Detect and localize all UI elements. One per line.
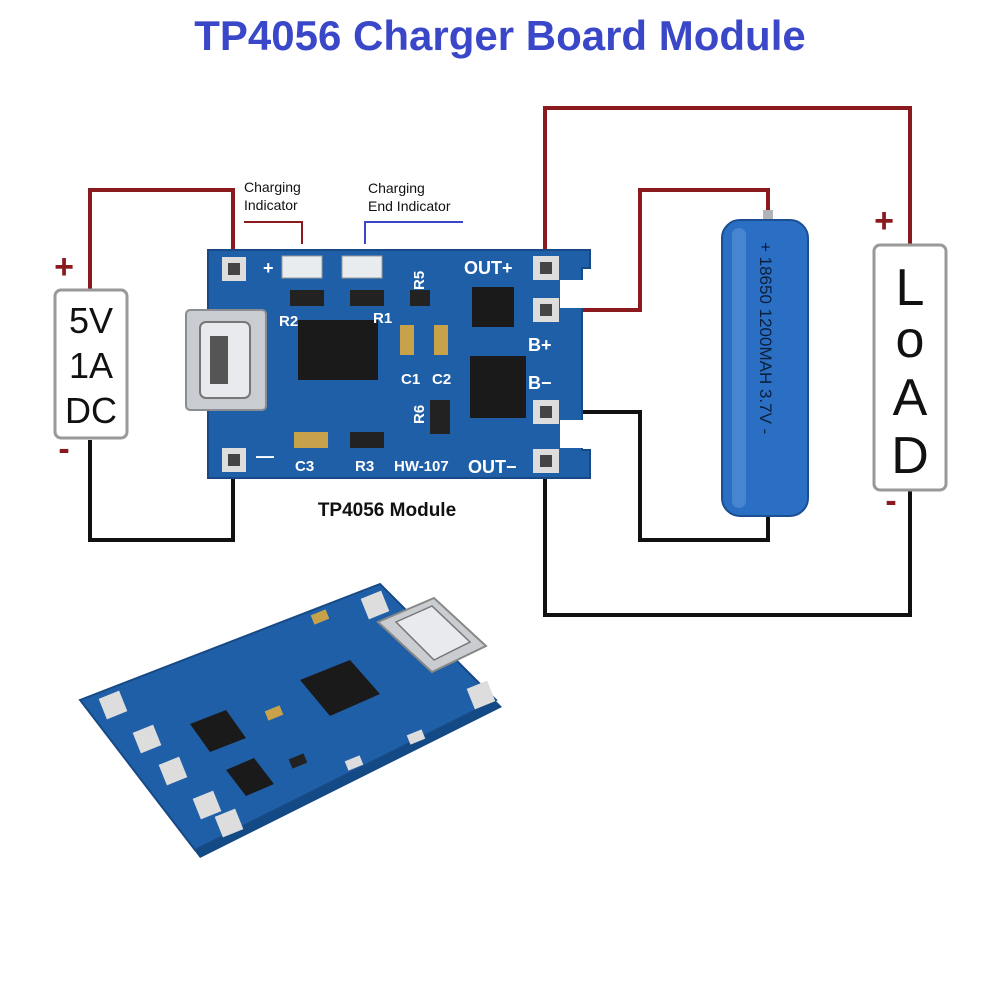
tp4056-board-top: + — OUT+ B+ B− OUT− R2 R1 C1 C2 C3 R3 HW… bbox=[185, 249, 591, 479]
power-minus-sign: - bbox=[58, 430, 69, 468]
board-model: HW-107 bbox=[394, 458, 449, 475]
board-out-plus: OUT+ bbox=[464, 258, 513, 278]
battery-18650: + 18650 1200MAH 3.7V - bbox=[721, 210, 809, 517]
load-minus-sign: - bbox=[885, 482, 896, 520]
power-voltage: 5V bbox=[69, 300, 113, 341]
wire-battery-negative bbox=[548, 410, 770, 542]
end-indicator-label-1: Charging bbox=[368, 180, 425, 196]
board-r5: R5 bbox=[411, 271, 428, 290]
load-plus-sign: + bbox=[874, 202, 894, 240]
board-pin-plus: + bbox=[263, 258, 274, 278]
board-c1: C1 bbox=[401, 371, 420, 388]
board-c3: C3 bbox=[295, 458, 314, 475]
load-letter-o: o bbox=[896, 311, 925, 369]
charging-indicator-label-1: Charging bbox=[244, 179, 301, 195]
wire-battery-positive bbox=[548, 188, 770, 312]
board-b-plus: B+ bbox=[528, 335, 552, 355]
power-type: DC bbox=[65, 390, 117, 431]
wire-out-negative bbox=[543, 462, 912, 617]
board-out-minus: OUT− bbox=[468, 457, 517, 477]
board-b-minus: B− bbox=[528, 373, 552, 393]
power-source: 5V 1A DC + - bbox=[53, 248, 129, 468]
indicator-annotations: Charging Indicator Charging End Indicato… bbox=[244, 179, 463, 244]
wire-power-positive bbox=[88, 188, 235, 290]
board-r6: R6 bbox=[411, 405, 428, 424]
board-c2: C2 bbox=[432, 371, 451, 388]
board-r2: R2 bbox=[279, 313, 298, 330]
battery-label: + 18650 1200MAH 3.7V - bbox=[756, 242, 775, 434]
load-letter-l: L bbox=[896, 259, 925, 317]
charging-indicator-label-2: Indicator bbox=[244, 197, 298, 213]
load-letter-a: A bbox=[893, 369, 928, 427]
page-title: TP4056 Charger Board Module bbox=[194, 12, 806, 59]
power-plus-sign: + bbox=[54, 248, 74, 286]
end-indicator-label-2: End Indicator bbox=[368, 198, 451, 214]
module-caption: TP4056 Module bbox=[318, 500, 456, 521]
wires bbox=[88, 106, 912, 617]
wire-power-negative bbox=[88, 440, 235, 542]
board-r1: R1 bbox=[373, 310, 392, 327]
board-r3: R3 bbox=[355, 458, 374, 475]
board-pin-minus: — bbox=[256, 446, 274, 466]
wire-out-positive bbox=[543, 106, 912, 265]
tp4056-board-angled bbox=[78, 582, 502, 858]
tp4056-chip bbox=[298, 320, 378, 380]
power-current: 1A bbox=[69, 345, 113, 386]
load-box: L o A D + - bbox=[872, 202, 948, 520]
dw01-chip bbox=[470, 356, 526, 418]
mosfet-chip bbox=[472, 287, 514, 327]
load-letter-d: D bbox=[891, 427, 929, 485]
